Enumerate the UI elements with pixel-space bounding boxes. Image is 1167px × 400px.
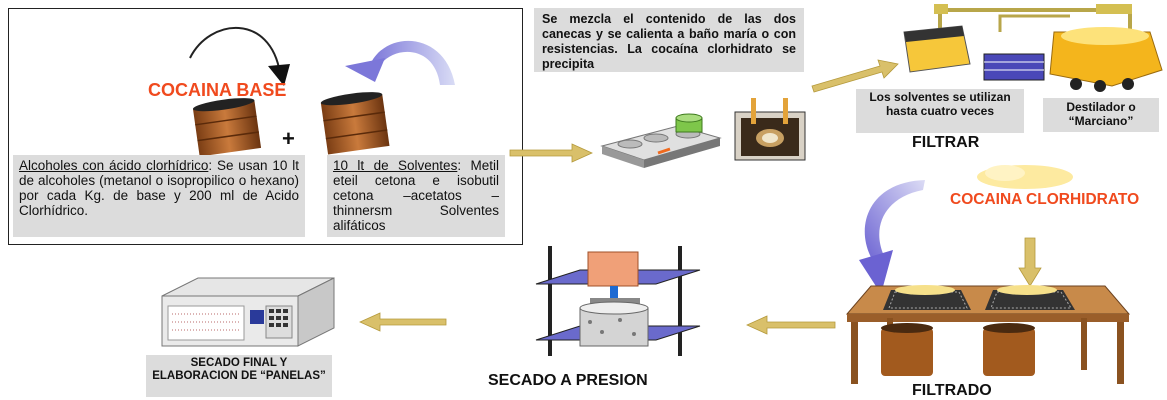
filtrado-label: FILTRADO [912, 382, 992, 399]
barrel-solventes-icon [320, 92, 390, 155]
stove-icon [600, 113, 722, 168]
curved-purple-arrow [345, 40, 455, 85]
alcoholes-info-box: Alcoholes con ácido clorhídrico: Se usan… [13, 155, 305, 237]
solventes-text: : Metil eteil cetona e isobutil cetona –… [333, 158, 499, 233]
powder-cloud-icon [977, 165, 1073, 189]
cocaina-base-label: COCAINA BASE [148, 80, 287, 100]
arrow-down-to-table [1018, 237, 1042, 287]
alcoholes-text: : Se usan 10 lt de alcoholes (metanol o … [19, 158, 299, 218]
filter-table-icon [845, 285, 1131, 384]
drying-oven-icon [161, 277, 335, 347]
press-icon [535, 246, 701, 356]
curved-purple-arrow-down [859, 180, 925, 294]
solventes-info-box: 10 lt de Solventes: Metil eteil cetona e… [327, 155, 505, 237]
plus-sign: + [282, 126, 295, 151]
barrel-alcoholes-icon [192, 98, 262, 157]
solventes-reuso-box: Los solventes se utilizan hasta cuatro v… [856, 89, 1024, 133]
alcoholes-title: Alcoholes con ácido clorhídrico [19, 158, 209, 173]
curved-black-arrow [189, 26, 290, 86]
arrow-to-filtrar [811, 59, 899, 93]
filtration-apparatus-icon [903, 4, 1163, 92]
mezcla-info-box: Se mezcla el contenido de las dos caneca… [534, 8, 804, 72]
arrow-to-press [746, 315, 836, 335]
arrow-to-heating [509, 143, 593, 163]
solventes-title: 10 lt de Solventes [333, 158, 458, 173]
secado-presion-label: SECADO A PRESION [488, 372, 648, 389]
heating-tank-icon [734, 98, 806, 161]
cocaina-clorhidrato-label: COCAINA CLORHIDRATO [950, 190, 1139, 209]
filtrar-label: FILTRAR [912, 134, 980, 151]
cocaina-clorhidrato-text: COCAINA CLORHIDRATO [950, 191, 1140, 208]
arrow-to-oven [359, 312, 447, 332]
destilador-box: Destilador o “Marciano” [1043, 98, 1159, 132]
secado-final-box: SECADO FINAL Y ELABORACION DE “PANELAS” [146, 355, 332, 397]
